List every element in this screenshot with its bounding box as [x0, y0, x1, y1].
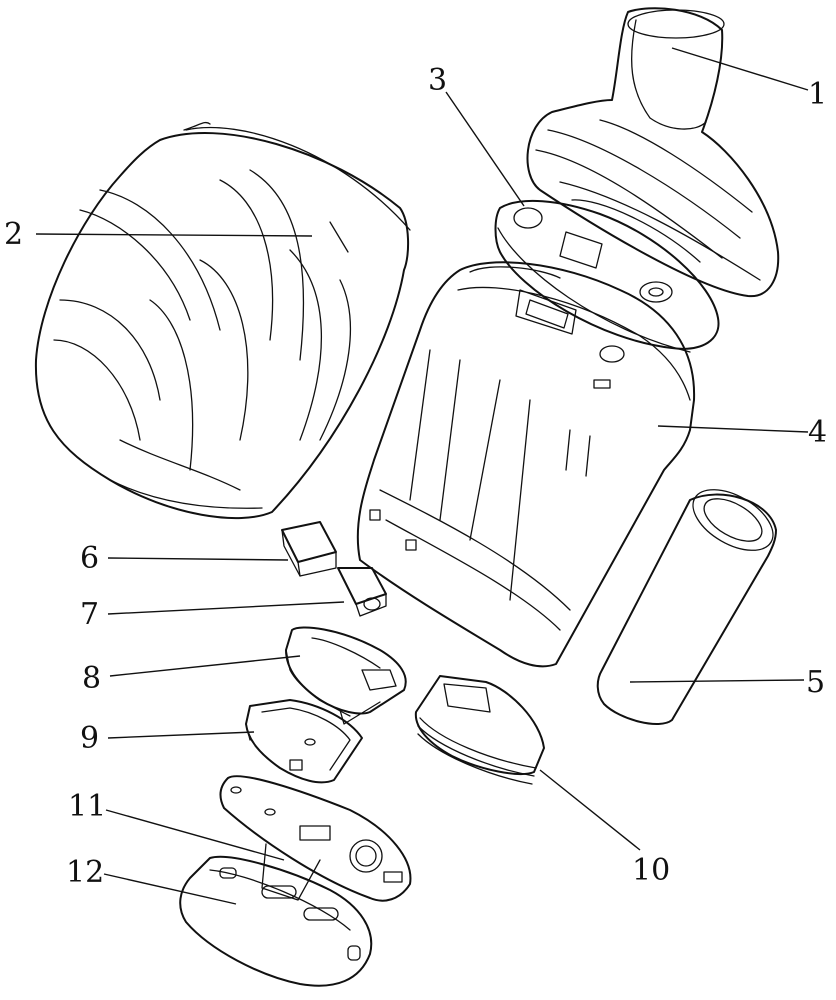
part-5-battery: [596, 489, 777, 725]
part-7-connector-block: [337, 567, 387, 617]
label-8: 8: [82, 661, 101, 696]
label-5: 5: [806, 665, 825, 700]
reference-numerals: 1 2 3 4 5 6 7 8 9 10 11 12: [4, 63, 827, 890]
leader-lines: [35, 47, 809, 905]
part-8-tray: [285, 626, 407, 725]
part-2-outer-shell: [34, 121, 411, 520]
part-12-base-cap: [179, 855, 373, 987]
part-1-mouthpiece: [526, 7, 780, 298]
label-12: 12: [66, 855, 104, 890]
part-4-main-frame: [356, 261, 696, 668]
label-4: 4: [808, 415, 827, 450]
label-2: 2: [4, 217, 23, 252]
label-3: 3: [428, 63, 447, 98]
part-3-seal-plate: [494, 199, 720, 353]
label-7: 7: [80, 597, 99, 632]
part-10-pad-stack: [414, 675, 545, 785]
label-6: 6: [80, 541, 99, 576]
label-10: 10: [632, 853, 670, 888]
label-11: 11: [68, 789, 106, 824]
part-6-connector-block: [281, 521, 337, 577]
part-11-circuit-board: [219, 775, 412, 902]
part-9-frame: [245, 699, 363, 784]
label-9: 9: [80, 721, 99, 756]
label-1: 1: [808, 77, 827, 112]
